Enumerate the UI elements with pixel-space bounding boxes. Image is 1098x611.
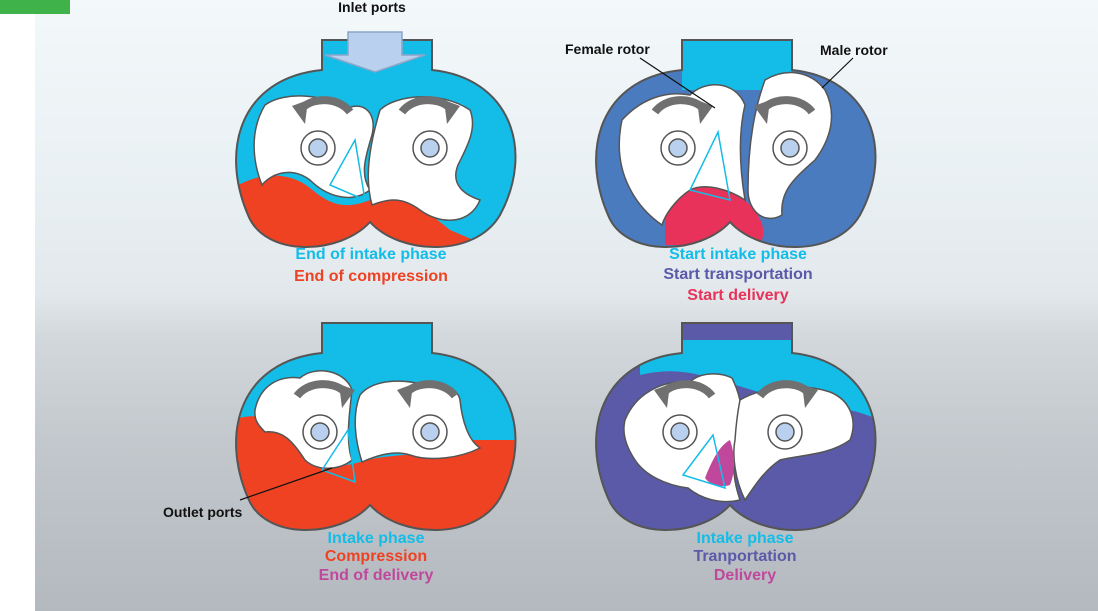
panel-compression: Intake phase Compression End of delivery: [230, 323, 520, 584]
panel-delivery: Intake phase Tranportation Delivery: [596, 323, 880, 584]
female-shaft: [301, 131, 335, 165]
male-shaft: [413, 131, 447, 165]
male-shaft: [768, 415, 802, 449]
outlet-ports-label: Outlet ports: [163, 504, 243, 520]
panel-end-of-intake: End of intake phase End of compression: [230, 32, 520, 285]
panel-label-line1: Intake phase: [697, 530, 794, 547]
inlet-ports-label: Inlet ports: [338, 0, 406, 15]
female-shaft: [303, 415, 337, 449]
panel-label-line1: End of intake phase: [295, 246, 446, 263]
panel-label-line2: Compression: [325, 548, 427, 565]
male-shaft: [773, 131, 807, 165]
male-shaft: [413, 415, 447, 449]
male-rotor-leader: [822, 58, 853, 88]
panel-label-line3: Delivery: [714, 567, 776, 584]
panel-label-line1: Start intake phase: [669, 246, 807, 263]
panel-label-line2: Tranportation: [693, 548, 796, 565]
male-rotor-label: Male rotor: [820, 42, 888, 58]
female-rotor-label: Female rotor: [565, 41, 650, 57]
female-shaft: [661, 131, 695, 165]
female-shaft: [663, 415, 697, 449]
panel-label-line3: Start delivery: [687, 287, 788, 304]
panel-label-line1: Intake phase: [328, 530, 425, 547]
panel-label-line2: Start transportation: [663, 266, 812, 283]
panel-label-line3: End of delivery: [319, 567, 434, 584]
panel-label-line2: End of compression: [294, 268, 448, 285]
panel-start-intake: Start intake phase Start transportation …: [596, 30, 875, 304]
